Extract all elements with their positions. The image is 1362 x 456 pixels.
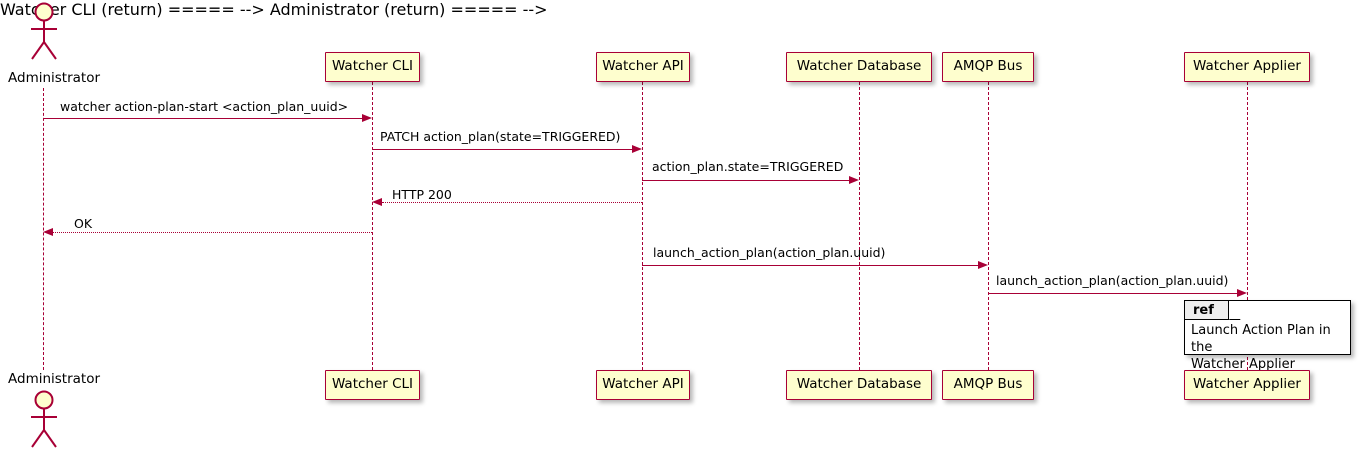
lifeline-watcher-cli	[372, 82, 373, 370]
participant-label-watcher-database-bottom: Watcher Database	[796, 376, 922, 393]
actor-stick-figure-icon	[31, 2, 57, 60]
message-line-msg-7	[988, 293, 1237, 294]
message-line-msg-1	[43, 118, 363, 119]
participant-label-watcher-cli-bottom: Watcher CLI	[331, 376, 414, 393]
participant-label-amqp-bus-bottom: AMQP Bus	[953, 376, 1023, 393]
ref-fragment-body-line-2: Watcher Applier	[1191, 356, 1295, 372]
participant-box-watcher-api-top[interactable]: Watcher API	[596, 52, 690, 82]
participant-box-watcher-api-bottom[interactable]: Watcher API	[596, 370, 690, 400]
ref-fragment-tab-label: ref	[1193, 302, 1214, 318]
message-line-msg-2	[372, 149, 633, 150]
lifeline-amqp-bus	[988, 82, 989, 370]
message-label-msg-2: PATCH action_plan(state=TRIGGERED)	[380, 129, 621, 144]
message-line-msg-4	[382, 202, 642, 203]
participant-box-watcher-cli-top[interactable]: Watcher CLI	[325, 52, 420, 82]
ref-fragment-tab: ref	[1185, 301, 1229, 320]
actor-administrator-bottom	[24, 390, 64, 450]
message-label-msg-7: launch_action_plan(action_plan.uuid)	[996, 273, 1229, 288]
participant-label-watcher-applier-bottom: Watcher Applier	[1193, 376, 1301, 393]
lifeline-watcher-api	[642, 82, 643, 370]
participant-box-watcher-cli-bottom[interactable]: Watcher CLI	[325, 370, 420, 400]
participant-label-watcher-api-bottom: Watcher API	[602, 376, 684, 393]
participant-box-amqp-bus-top[interactable]: AMQP Bus	[942, 52, 1034, 82]
participant-box-watcher-database-bottom[interactable]: Watcher Database	[786, 370, 932, 400]
participant-box-watcher-applier-bottom[interactable]: Watcher Applier	[1184, 370, 1310, 400]
message-line-msg-3	[642, 180, 850, 181]
message-line-msg-6	[642, 265, 979, 266]
ref-fragment: ref Launch Action Plan in the Watcher Ap…	[1184, 300, 1351, 372]
message-label-msg-5: OK	[74, 216, 93, 231]
participant-box-amqp-bus-bottom[interactable]: AMQP Bus	[942, 370, 1034, 400]
message-line-msg-5	[53, 232, 372, 233]
participant-label-watcher-cli-top: Watcher CLI	[331, 58, 414, 75]
actor-label-administrator-bottom: Administrator	[8, 371, 101, 387]
ref-fragment-body: Launch Action Plan in the Watcher Applie…	[1191, 323, 1344, 374]
arrow-head-msg-5	[43, 227, 53, 236]
arrow-head-msg-6	[978, 260, 988, 269]
lifeline-watcher-applier	[1247, 82, 1248, 370]
message-label-msg-3: action_plan.state=TRIGGERED	[652, 159, 844, 174]
message-label-msg-6: launch_action_plan(action_plan.uuid)	[653, 245, 886, 260]
participant-box-watcher-database-top[interactable]: Watcher Database	[786, 52, 932, 82]
participant-label-watcher-applier-top: Watcher Applier	[1193, 58, 1301, 75]
participant-box-watcher-applier-top[interactable]: Watcher Applier	[1184, 52, 1310, 82]
ref-fragment-tab-notch	[1229, 301, 1251, 320]
participant-label-amqp-bus-top: AMQP Bus	[953, 58, 1023, 75]
arrow-head-msg-2	[632, 144, 642, 153]
arrow-head-msg-7	[1237, 288, 1247, 297]
actor-stick-figure-icon	[31, 390, 57, 448]
participant-label-watcher-database-top: Watcher Database	[796, 58, 922, 75]
arrow-head-msg-4	[372, 197, 382, 206]
actor-administrator-top	[24, 2, 64, 62]
actor-label-administrator-top: Administrator	[8, 70, 101, 86]
lifeline-watcher-database	[859, 82, 860, 370]
message-label-msg-4: HTTP 200	[392, 187, 452, 202]
arrow-head-msg-3	[849, 175, 859, 184]
ref-fragment-body-line-1: Launch Action Plan in the	[1191, 323, 1331, 355]
message-label-msg-1: watcher action-plan-start <action_plan_u…	[60, 99, 349, 114]
arrow-head-msg-1	[362, 113, 372, 122]
participant-label-watcher-api-top: Watcher API	[602, 58, 684, 75]
